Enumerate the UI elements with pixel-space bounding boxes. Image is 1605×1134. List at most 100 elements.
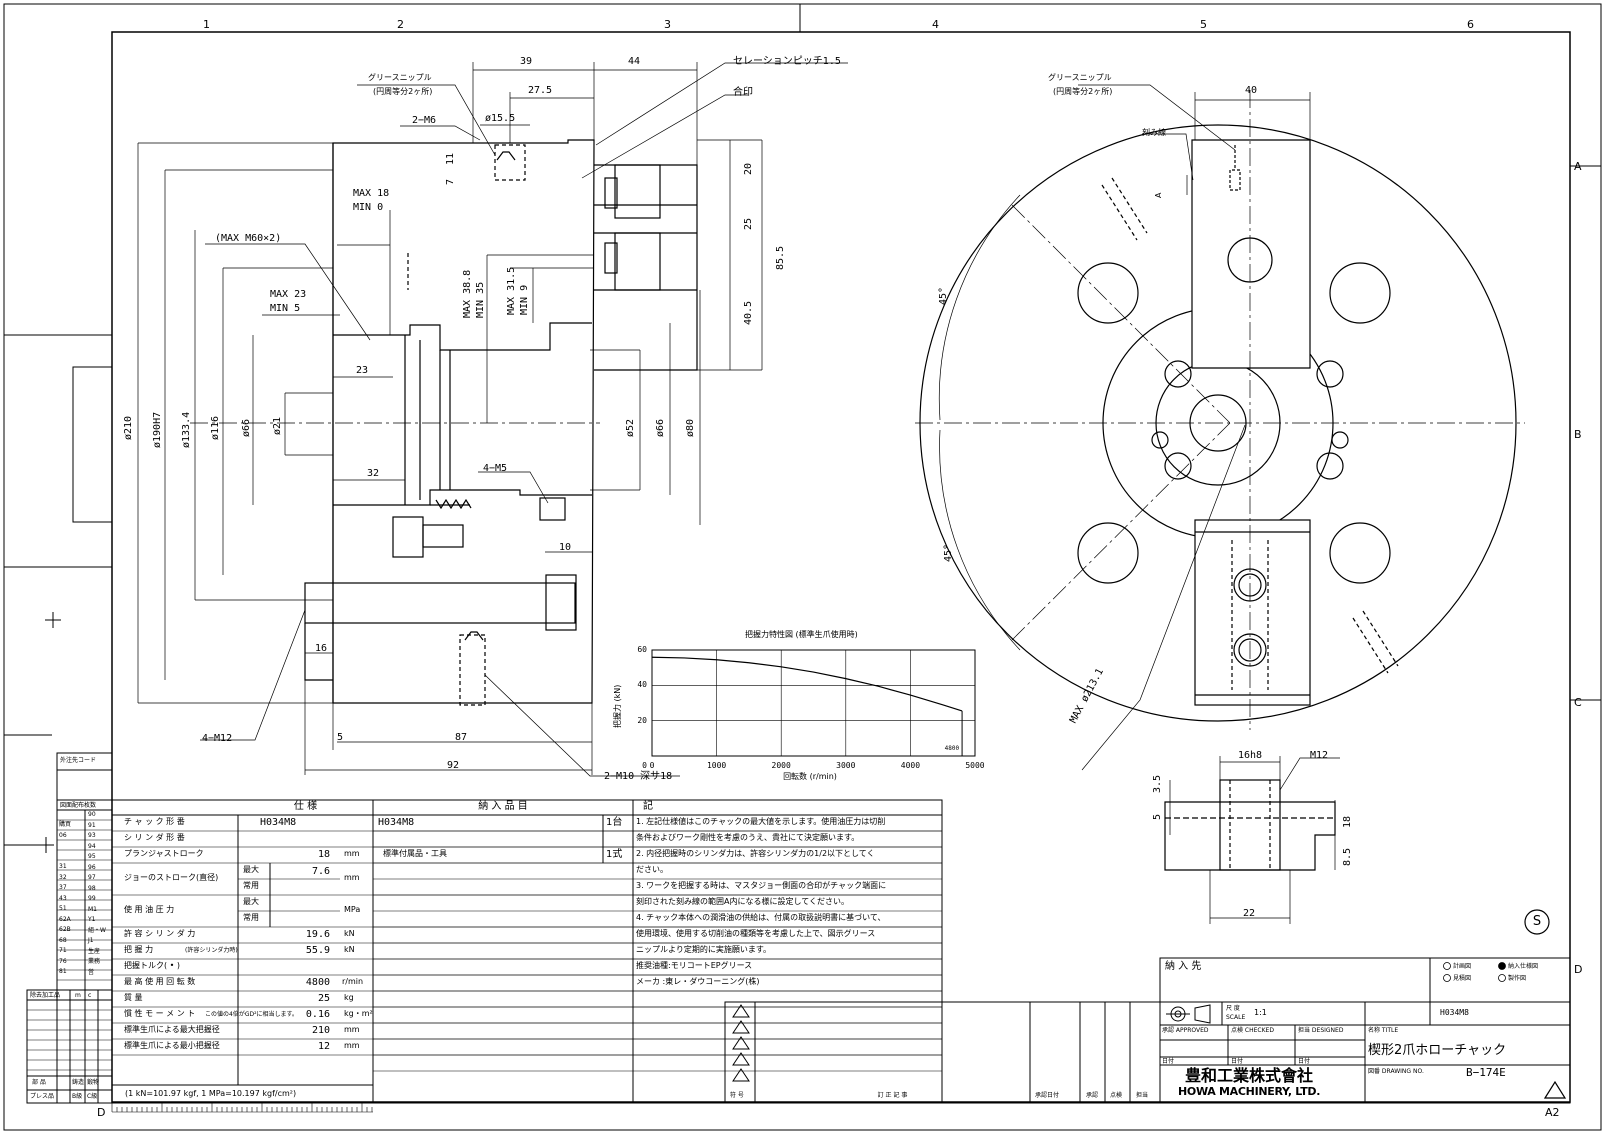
delivery-item-2: 標準付属品・工具 xyxy=(383,849,447,858)
process-col-c: c xyxy=(88,992,92,999)
checkbox-estimate[interactable]: 見積図 xyxy=(1453,975,1472,982)
dim-11: 11 xyxy=(445,152,456,165)
four-m5-note: 4−M5 xyxy=(483,463,508,474)
column-ticks xyxy=(4,4,1601,846)
dv-3-5: 3.5 xyxy=(1152,774,1163,793)
spec-unit: kN xyxy=(344,945,355,954)
note-line: 使用環境、使用する切削油の種類等を考慮した上で、図示グリース xyxy=(636,929,876,938)
row-b: B xyxy=(1574,428,1582,441)
strip-left-code: 31 xyxy=(59,863,67,870)
strip-left-code: 37 xyxy=(59,884,67,891)
date-label-3: 日付 xyxy=(1298,1058,1311,1065)
spec-unit: mm xyxy=(344,1041,360,1050)
section-view xyxy=(304,139,698,706)
strip-code: 96 xyxy=(88,863,96,871)
spec-unit: mm xyxy=(344,1025,360,1034)
designed-label: 担当 DESIGNED xyxy=(1298,1027,1344,1034)
strip-code: 91 xyxy=(88,821,96,829)
strip-code: 94 xyxy=(88,842,96,850)
strip-code: 営 xyxy=(88,968,95,976)
inner-frame xyxy=(111,31,1571,1103)
col-5: 5 xyxy=(1200,18,1207,31)
rev-col-checked: 点検 xyxy=(1110,1092,1123,1099)
projection-symbol xyxy=(1166,1004,1211,1024)
strip-code: 95 xyxy=(88,853,96,860)
note-line: 推奨油種:モリコートEPグリース xyxy=(636,961,753,970)
spec-unit: kg xyxy=(344,993,354,1002)
spec-value: 210 xyxy=(311,1025,330,1036)
rev-col-desc: 訂 正 記 事 xyxy=(877,1092,908,1099)
left-tab xyxy=(72,366,113,523)
scale-value: 1:1 xyxy=(1254,1008,1267,1017)
spec-unit: mm xyxy=(344,849,360,858)
strip-code: 98 xyxy=(88,884,96,892)
max38-8: MAX 38.8 xyxy=(462,269,473,318)
min5: MIN 5 xyxy=(270,303,301,314)
scale-label: 尺 度 xyxy=(1226,1005,1240,1012)
strip-left-code: 81 xyxy=(59,968,67,975)
dim-7: 7 xyxy=(445,178,456,185)
dv-m12: M12 xyxy=(1310,750,1329,761)
front-view-dims xyxy=(938,84,1311,771)
dim-87: 87 xyxy=(455,732,468,743)
date-label-1: 日付 xyxy=(1162,1058,1175,1065)
dimension-lines xyxy=(137,62,848,777)
dim-5: 5 xyxy=(337,732,344,743)
chart-xtick-zero: 0 xyxy=(642,761,647,770)
checkbox-delivery-spec[interactable]: 納入仕様図 xyxy=(1508,963,1539,970)
chart-ytick: 60 xyxy=(637,645,647,654)
detail-dims xyxy=(1169,756,1340,924)
dim-phi66a: ø66 xyxy=(241,418,252,437)
spec-unit: kg・m² xyxy=(344,1009,373,1018)
strip-code: M1 xyxy=(88,905,97,913)
dim-10: 10 xyxy=(559,542,572,553)
strip-left-code: 71 xyxy=(59,947,67,954)
dv-5: 5 xyxy=(1152,813,1163,820)
dim-phi15-5: ø15.5 xyxy=(485,113,516,124)
checkbox-circles xyxy=(1443,962,1506,982)
col-6: 6 xyxy=(1467,18,1474,31)
delivery-header: 納 入 品 目 xyxy=(478,801,528,812)
col-1: 1 xyxy=(203,18,210,31)
rv-dim-40: 40 xyxy=(1245,85,1258,96)
outsource-code-label: 外注先コード xyxy=(60,757,97,764)
delivery-qty-2: 1式 xyxy=(606,849,623,860)
dim-32: 32 xyxy=(367,468,380,479)
date-label-2: 日付 xyxy=(1231,1058,1244,1065)
dim-phi190: ø190H7 xyxy=(152,411,163,448)
dim-phi66b: ø66 xyxy=(655,418,666,437)
min9: MIN 9 xyxy=(519,284,530,315)
checkbox-production[interactable]: 製作図 xyxy=(1508,975,1527,982)
two-m6-note: 2−M6 xyxy=(412,115,437,126)
spec-label: プランジャストローク xyxy=(124,849,204,858)
chart-ytick: 20 xyxy=(637,715,647,725)
dim-25: 25 xyxy=(743,217,754,230)
four-m12-note: 4−M12 xyxy=(202,733,233,744)
chart-frame xyxy=(651,649,976,757)
chart-annotation: 4800 xyxy=(944,745,960,752)
note-line: 4. チャック本体への潤滑油の供給は、付属の取扱説明書に基づいて、 xyxy=(636,913,886,922)
note-line: 条件およびワーク剛性を考慮のうえ、貴社にて決定願います。 xyxy=(636,833,860,842)
spec-value: H034M8 xyxy=(260,817,297,828)
distribution-label: 図面配布枚数 xyxy=(60,802,97,809)
dim-20: 20 xyxy=(743,162,754,175)
bottom-label-casting: 鋳造 xyxy=(72,1079,85,1086)
two-m10-note: 2−M10 深サ18 xyxy=(604,771,673,782)
spec-unit: mm xyxy=(344,873,360,882)
spec-label-sub: (許容シリンダ力時) xyxy=(185,947,238,954)
spec-label-sub: この値の4倍がGD²に相当します。 xyxy=(205,1011,298,1018)
chart-xtick: 4000 xyxy=(900,761,921,770)
chart-series-line xyxy=(651,656,963,712)
bottom-label-press: プレス品 xyxy=(30,1093,55,1100)
col-2: 2 xyxy=(397,18,404,31)
checkbox-plan[interactable]: 計画図 xyxy=(1453,963,1472,970)
circle-s-mark xyxy=(1524,909,1550,935)
note-line: 刻印された刻み線の範囲A内になる様に設定してください。 xyxy=(636,897,849,906)
chart-title: 把握力特性図 (標準生爪使用時) xyxy=(745,630,858,639)
spec-label: 把握トルク( • ) xyxy=(124,961,181,970)
spec-header: 仕 様 xyxy=(293,801,318,812)
name-label: 名称 TITLE xyxy=(1368,1027,1399,1034)
notes-header: 記 xyxy=(643,801,653,812)
spec-label: 把 握 力 xyxy=(124,945,154,954)
